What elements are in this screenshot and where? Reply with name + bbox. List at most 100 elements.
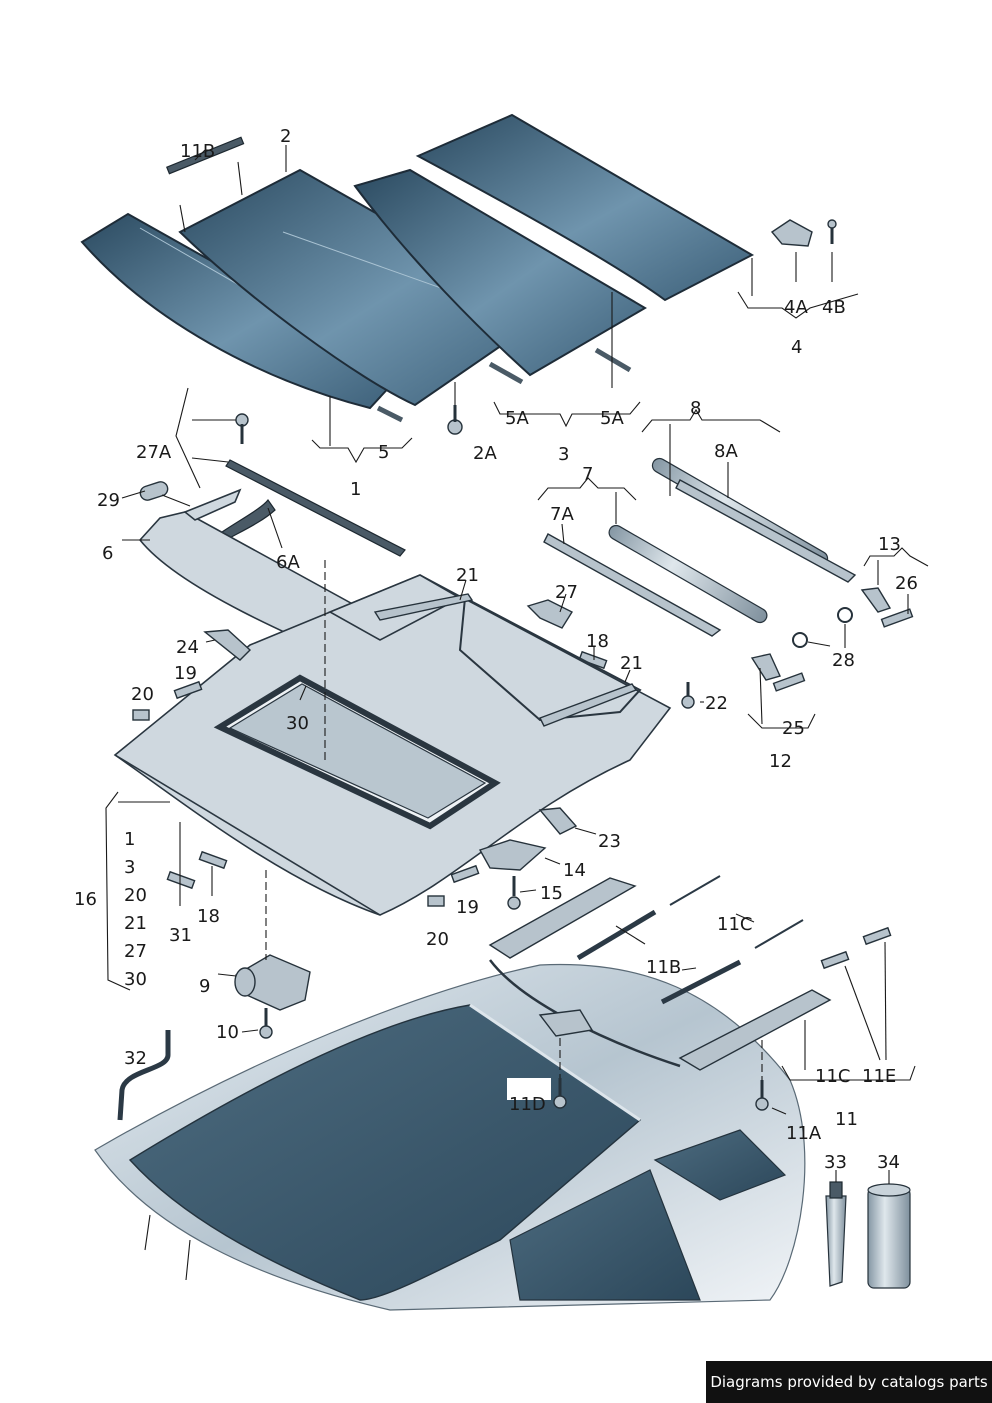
pad-25 [772, 672, 806, 692]
strip-27a [225, 459, 406, 557]
screw-27a [235, 413, 249, 444]
credit-text: Diagrams provided by catalogs parts [710, 1373, 988, 1391]
pad-20-top [132, 709, 150, 721]
ring-28a [837, 607, 853, 623]
pad-26 [880, 608, 914, 628]
screw-11a [755, 1080, 769, 1111]
motor-9 [234, 954, 311, 1011]
label-backing-11d [507, 1078, 551, 1100]
callout-20-top: 20 [131, 684, 154, 705]
callout-32: 32 [124, 1048, 147, 1069]
bracket-4a [770, 219, 813, 247]
callout-11b-bottom: 11B [646, 957, 681, 978]
callout-6a: 6A [276, 552, 300, 573]
callout-4a: 4A [784, 297, 808, 318]
callout-27: 27 [555, 582, 578, 603]
callout-12: 12 [769, 751, 792, 772]
hose-32 [117, 1030, 171, 1121]
callout-7: 7 [582, 464, 593, 485]
callout-labels: 11B 2 4A 4B 4 27A 5 2A 5A 5A 3 8 8A 1 7 … [74, 126, 918, 1173]
glass-panel-4 [415, 113, 755, 302]
callout-15: 15 [540, 883, 563, 904]
ring-28b [792, 632, 808, 648]
callout-11a: 11A [786, 1123, 822, 1144]
callout-11c-bottom: 11C [815, 1066, 850, 1087]
callout-6: 6 [102, 543, 113, 564]
callout-5a-left: 5A [505, 408, 529, 429]
bracket-23 [538, 807, 578, 835]
callout-11d: 11D [509, 1094, 546, 1115]
callout-8: 8 [690, 398, 701, 419]
callout-28: 28 [832, 650, 855, 671]
leader-lines [105, 145, 929, 1184]
callout-18-bottom: 18 [197, 906, 220, 927]
callout-21-top: 21 [456, 565, 479, 586]
callout-11: 11 [835, 1109, 858, 1130]
callout-34: 34 [877, 1152, 900, 1173]
pad-18-bot [198, 850, 228, 870]
group16-item: 20 [124, 885, 147, 906]
callout-11c-top: 11C [717, 914, 752, 935]
credit-banner: Diagrams provided by catalogs parts [706, 1361, 992, 1403]
plug-29 [139, 481, 169, 501]
callout-19-top: 19 [174, 663, 197, 684]
screw-4b [827, 219, 837, 244]
callout-26: 26 [895, 573, 918, 594]
callout-5: 5 [378, 442, 389, 463]
glass-panel-3 [353, 168, 647, 377]
callout-14: 14 [563, 860, 586, 881]
bracket-27 [526, 599, 574, 629]
sunroof-frame-16 [113, 574, 672, 916]
callout-5a-right: 5A [600, 408, 624, 429]
group16-item: 1 [124, 829, 135, 850]
callout-31: 31 [169, 925, 192, 946]
callout-25: 25 [782, 718, 805, 739]
callout-7a: 7A [550, 504, 574, 525]
grease-tube-33 [825, 1181, 847, 1287]
group16-item: 27 [124, 941, 147, 962]
bracket-14 [478, 839, 547, 871]
seal-11b-top [166, 136, 245, 175]
glass-clips [376, 347, 632, 423]
screw-2a [447, 405, 463, 435]
callout-10: 10 [216, 1022, 239, 1043]
callout-4: 4 [791, 337, 802, 358]
callout-13: 13 [878, 534, 901, 555]
callout-18-top: 18 [586, 631, 609, 652]
callout-33: 33 [824, 1152, 847, 1173]
bracket-12 [750, 653, 781, 681]
callout-9: 9 [199, 976, 210, 997]
screw-11d [553, 1078, 567, 1109]
screw-10 [259, 1008, 273, 1039]
seal-6a [221, 498, 276, 541]
callout-group-16: 16 [74, 889, 97, 910]
bracket-24 [203, 629, 252, 661]
car-body-illustration [94, 963, 806, 1311]
guide-rail-assembly-11 [488, 875, 892, 1071]
callout-24: 24 [176, 637, 199, 658]
pad-19-top [173, 680, 203, 700]
group16-item: 3 [124, 857, 135, 878]
roller-blind-8 [651, 457, 857, 583]
bracket-13 [860, 587, 892, 613]
callout-3: 3 [558, 444, 569, 465]
callout-19-bottom: 19 [456, 897, 479, 918]
spray-can-34 [867, 1183, 911, 1289]
screw-22 [681, 682, 695, 709]
callout-2a: 2A [473, 443, 497, 464]
callout-22: 22 [705, 693, 728, 714]
callout-11e: 11E [862, 1066, 896, 1087]
group16-item: 30 [124, 969, 147, 990]
callout-27a: 27A [136, 442, 172, 463]
callout-1-top: 1 [350, 479, 361, 500]
pad-19-bot [450, 864, 480, 884]
group16-item: 21 [124, 913, 147, 934]
pad-20-bot [427, 895, 445, 907]
screw-15 [507, 876, 521, 910]
callout-8a: 8A [714, 441, 738, 462]
callout-21-mid: 21 [620, 653, 643, 674]
pad-31 [166, 870, 196, 890]
callout-11b-top: 11B [180, 141, 215, 162]
callout-30: 30 [286, 713, 309, 734]
